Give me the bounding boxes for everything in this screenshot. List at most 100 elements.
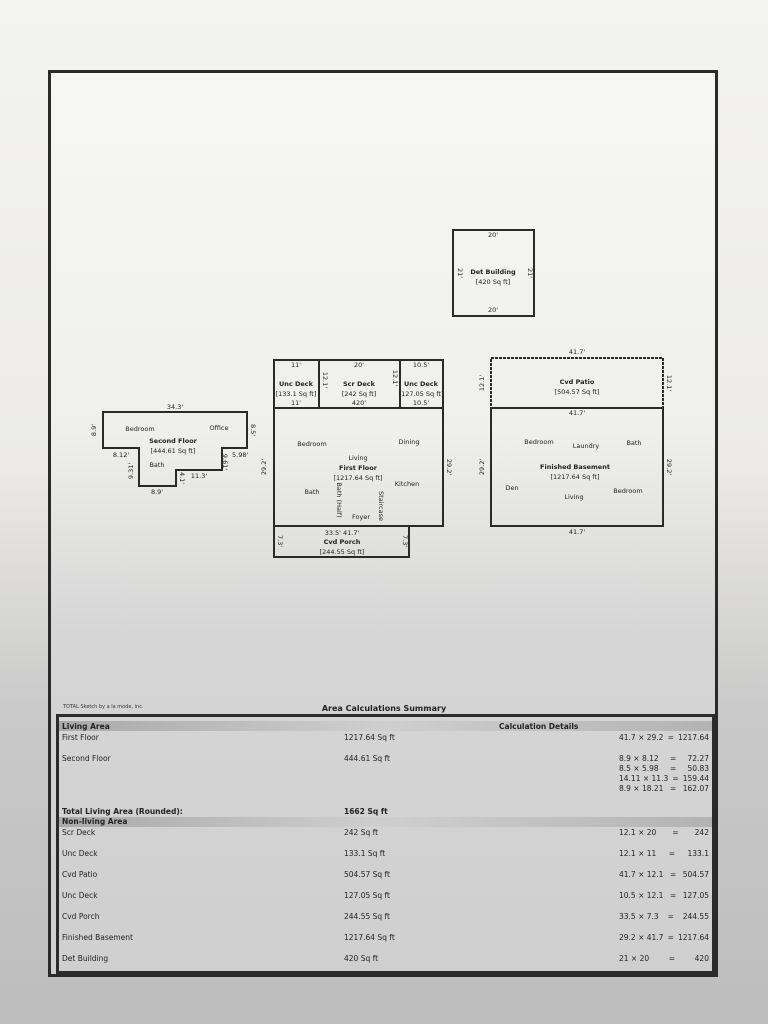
row-area: 242 Sq ft xyxy=(344,828,379,837)
area-size: [444.61 Sq ft] xyxy=(151,447,196,455)
row-calc: 10.5 × 12.1=127.05 xyxy=(619,891,709,900)
row-label: Det Building xyxy=(62,954,109,963)
area-size: [127.05 Sq ft] xyxy=(399,390,444,398)
row-label: Cvd Patio xyxy=(62,870,98,879)
row-label: Unc Deck xyxy=(62,891,98,900)
finished-basement-outline xyxy=(490,407,664,527)
dim-label: 29.2' xyxy=(445,459,453,475)
dim-label: 29.2' xyxy=(478,459,486,475)
nonliving-band xyxy=(59,817,712,827)
row-calc: 29.2 × 41.7=1217.64 xyxy=(619,933,709,942)
summary-title: Area Calculations Summary xyxy=(321,704,447,713)
row-calc: 8.9 × 8.12=72.27 8.5 × 5.98=50.83 14.11 … xyxy=(619,754,709,793)
row-label: Second Floor xyxy=(62,754,111,763)
dim-label: 21' xyxy=(456,268,464,278)
area-name: Finished Basement xyxy=(540,463,610,471)
room-label: Dining xyxy=(399,438,420,446)
row-area: 1217.64 Sq ft xyxy=(344,933,395,942)
row-area: 133.1 Sq ft xyxy=(344,849,386,858)
dim-label: 9.61' xyxy=(221,454,229,470)
room-label: Kitchen xyxy=(395,480,419,488)
room-label: Den xyxy=(505,484,518,492)
row-area: 127.05 Sq ft xyxy=(344,891,390,900)
room-label: Bedroom xyxy=(125,425,154,433)
dim-label: 7.3' xyxy=(276,535,284,547)
row-label: Cvd Porch xyxy=(62,912,100,921)
area-size: [242 Sq ft] xyxy=(342,390,377,398)
row-label: Finished Basement xyxy=(62,933,133,942)
det-building-outline xyxy=(452,229,535,317)
row-area: 504.57 Sq ft xyxy=(344,870,390,879)
row-calc: 12.1 × 11=133.1 xyxy=(619,849,709,858)
dim-label: 20' xyxy=(488,231,498,239)
dim-label: 41.7' xyxy=(569,348,585,356)
dim-label: 20' xyxy=(488,306,498,314)
dim-label: 8.9' xyxy=(151,488,163,496)
area-size: [420 Sq ft] xyxy=(476,278,511,286)
dim-label: 11' xyxy=(291,361,301,369)
dim-label: 41.7' xyxy=(569,409,585,417)
area-name: First Floor xyxy=(339,464,378,472)
area-name: Unc Deck xyxy=(279,380,314,388)
row-label: Unc Deck xyxy=(62,849,98,858)
dim-label: 20' xyxy=(354,361,364,369)
dim-label: 41.7' xyxy=(569,528,585,536)
row-area: 244.55 Sq ft xyxy=(344,912,390,921)
room-label: Bath (Half) xyxy=(335,482,343,517)
second-floor-outline xyxy=(102,411,248,487)
dim-label: 420' xyxy=(352,399,366,407)
room-label: Bath xyxy=(626,439,641,447)
dim-label: 21' xyxy=(526,268,534,278)
dim-label: 5.98' xyxy=(232,451,248,459)
row-label: Scr Deck xyxy=(62,828,96,837)
row-calc: 21 × 20=420 xyxy=(619,954,709,963)
room-label: Bedroom xyxy=(297,440,326,448)
total-value: 1662 Sq ft xyxy=(344,807,388,816)
dim-label: 8.5' xyxy=(249,424,257,436)
dim-label: 11.3' xyxy=(191,472,207,480)
room-label: Bedroom xyxy=(613,487,642,495)
total-label: Total Living Area (Rounded): xyxy=(62,807,183,816)
room-label: Foyer xyxy=(352,513,370,521)
living-area-band xyxy=(59,721,712,731)
dim-label: 29.2' xyxy=(665,459,673,475)
dim-label: 34.3' xyxy=(167,403,183,411)
dim-label: 8.9' xyxy=(90,424,98,436)
dim-label: 4.1' xyxy=(178,472,186,484)
living-area-header: Living Area xyxy=(62,722,110,731)
dim-label: 33.5' 41.7' xyxy=(325,529,360,537)
dim-label: 29.2' xyxy=(260,459,268,475)
row-area: 444.61 Sq ft xyxy=(344,754,390,763)
area-size: [1217.64 Sq ft] xyxy=(333,474,382,482)
area-name: Det Building xyxy=(470,268,516,276)
row-label: First Floor xyxy=(62,733,99,742)
dim-label: 10.5' xyxy=(413,399,429,407)
dim-label: 12.1' xyxy=(321,372,329,388)
cvd-porch-outline xyxy=(273,525,410,558)
area-size: [504.57 Sq ft] xyxy=(555,388,600,396)
software-credit: TOTAL Sketch by a la mode, inc. xyxy=(63,704,144,710)
room-label: Laundry xyxy=(573,442,600,450)
room-label: Living xyxy=(348,454,367,462)
dim-label: 10.5' xyxy=(413,361,429,369)
area-name: Cvd Patio xyxy=(560,378,595,386)
room-label: Living xyxy=(564,493,583,501)
area-name: Second Floor xyxy=(149,437,198,445)
calc-details-header: Calculation Details xyxy=(499,722,579,731)
dim-label: 12.1' xyxy=(665,375,673,391)
area-size: [1217.64 Sq ft] xyxy=(550,473,599,481)
dim-label: 7.3' xyxy=(401,535,409,547)
nonliving-header: Non-living Area xyxy=(62,817,128,826)
room-label: Bath xyxy=(149,461,164,469)
room-label: Bedroom xyxy=(524,438,553,446)
area-name: Unc Deck xyxy=(404,380,439,388)
area-name: Scr Deck xyxy=(343,380,376,388)
room-label: Bath xyxy=(304,488,319,496)
row-calc: 33.5 × 7.3=244.55 xyxy=(619,912,709,921)
area-name: Cvd Porch xyxy=(324,538,361,546)
area-size: [133.1 Sq ft] xyxy=(276,390,317,398)
row-calc: 12.1 × 20=242 xyxy=(619,828,709,837)
row-area: 1217.64 Sq ft xyxy=(344,733,395,742)
room-label: Staircase xyxy=(377,491,385,521)
